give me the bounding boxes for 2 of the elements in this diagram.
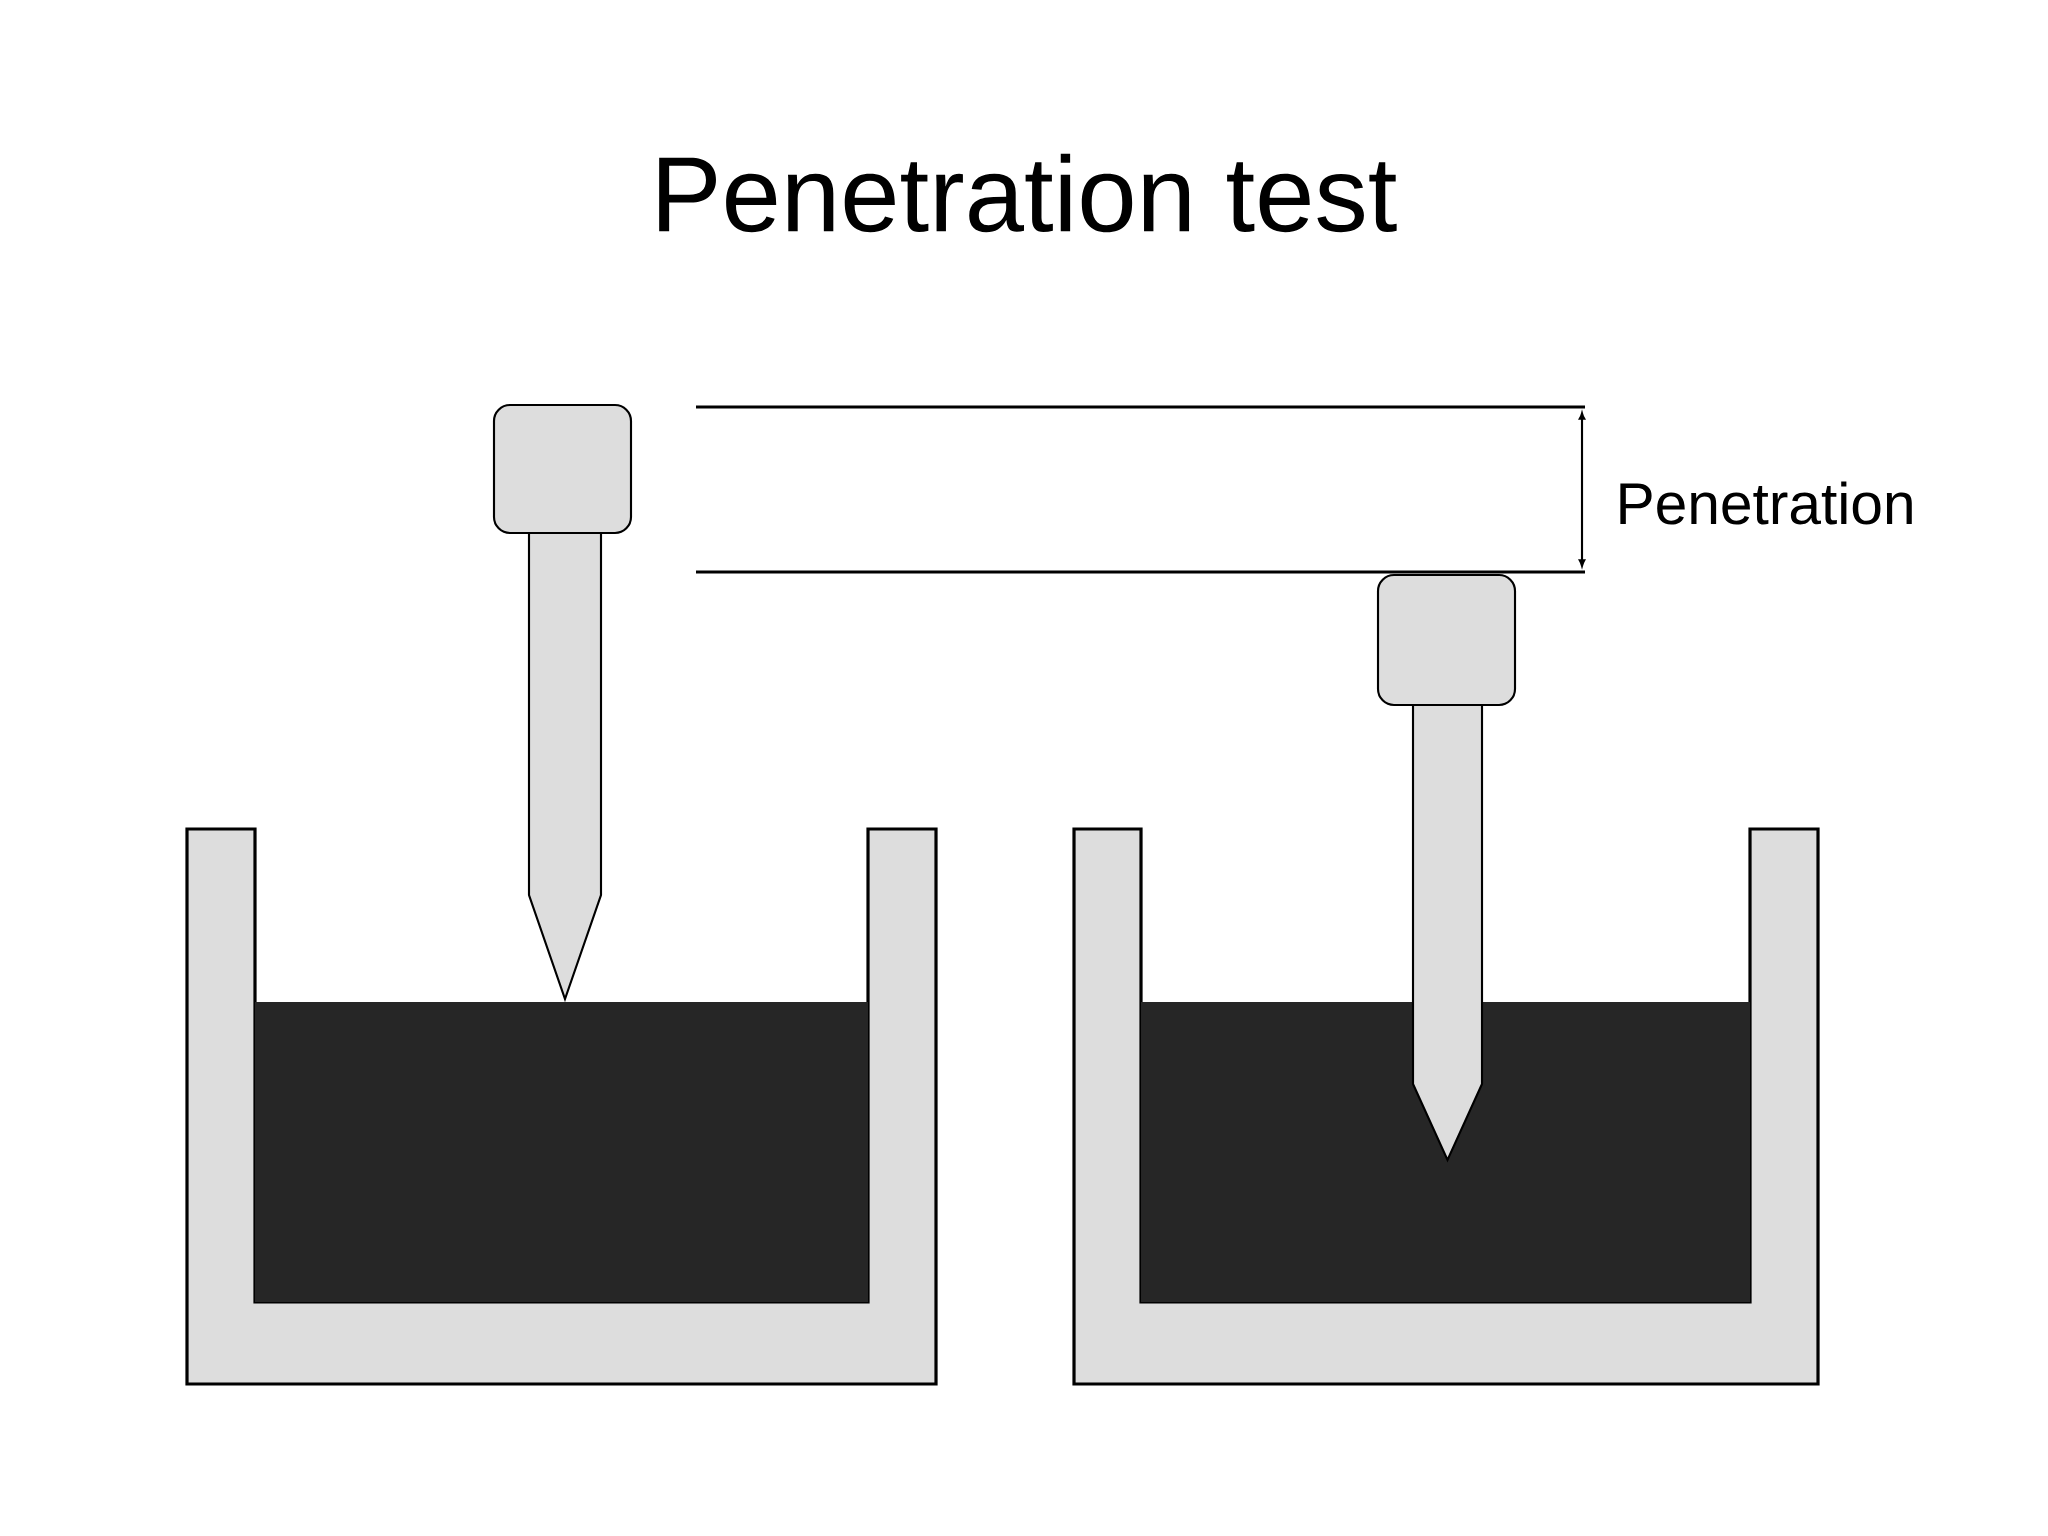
dimension-label: Penetration (1620, 481, 1912, 525)
title: Penetration test (659, 153, 1397, 233)
